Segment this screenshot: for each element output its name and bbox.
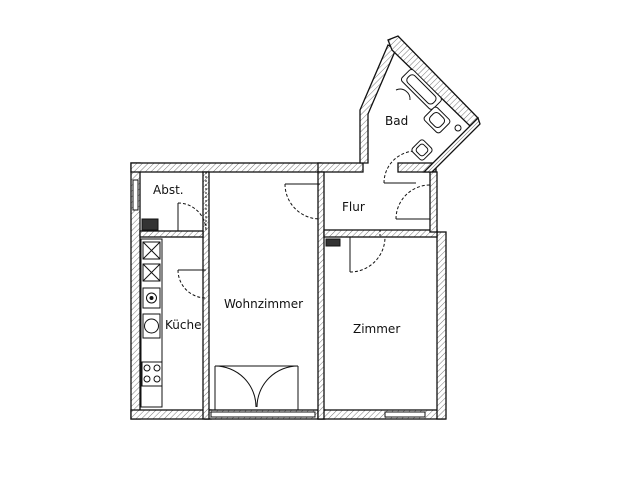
door-balcony	[214, 365, 299, 410]
chimney-abst	[141, 218, 159, 231]
room-label-flur: Flur	[342, 200, 365, 214]
bath-drain	[454, 124, 462, 132]
door-flur-entry	[395, 184, 431, 220]
wall-wohn-zimmer	[317, 171, 325, 420]
room-label-zimmer: Zimmer	[353, 322, 401, 336]
wall-abst-kueche	[139, 230, 204, 238]
walls	[130, 162, 447, 420]
wall-right-zimmer	[436, 231, 447, 420]
door-wohnzimmer	[284, 183, 321, 220]
bathtub-icon	[400, 68, 442, 110]
thresholds	[205, 172, 381, 237]
toilet-icon	[411, 139, 433, 161]
cabinet-icon	[142, 241, 161, 260]
room-label-bad: Bad	[385, 114, 409, 128]
window-wohn	[210, 411, 316, 418]
bath-walls	[359, 35, 481, 173]
sink-icon	[142, 287, 161, 309]
window-zimmer	[384, 411, 426, 418]
door-kueche	[177, 269, 207, 299]
wall-top-flur	[317, 162, 364, 173]
cabinet-2-icon	[142, 263, 161, 282]
wall-bottom-right	[317, 409, 446, 420]
room-label-abst: Abst.	[153, 183, 184, 197]
door-zimmer	[349, 236, 386, 273]
basin-icon	[142, 313, 161, 339]
room-label-kueche: Küche	[165, 318, 202, 332]
wall-top-main	[130, 162, 322, 173]
shower-arc	[395, 88, 411, 101]
window-abst	[132, 179, 139, 211]
kitchen-fixtures	[140, 218, 341, 408]
wall-bath-left	[359, 44, 397, 164]
bath-fixtures	[395, 68, 462, 161]
wall-bottom-left	[130, 409, 212, 420]
windows	[132, 179, 426, 418]
door-bad	[383, 150, 417, 184]
door-abst	[177, 202, 207, 232]
room-label-wohnzimmer: Wohnzimmer	[224, 297, 304, 311]
chimney-zimmer	[325, 238, 341, 247]
wall-bath-right	[422, 116, 481, 173]
washbasin-icon	[423, 106, 451, 134]
stove-icon	[141, 361, 163, 387]
doors	[177, 150, 431, 410]
wall-flur-right	[429, 171, 438, 233]
